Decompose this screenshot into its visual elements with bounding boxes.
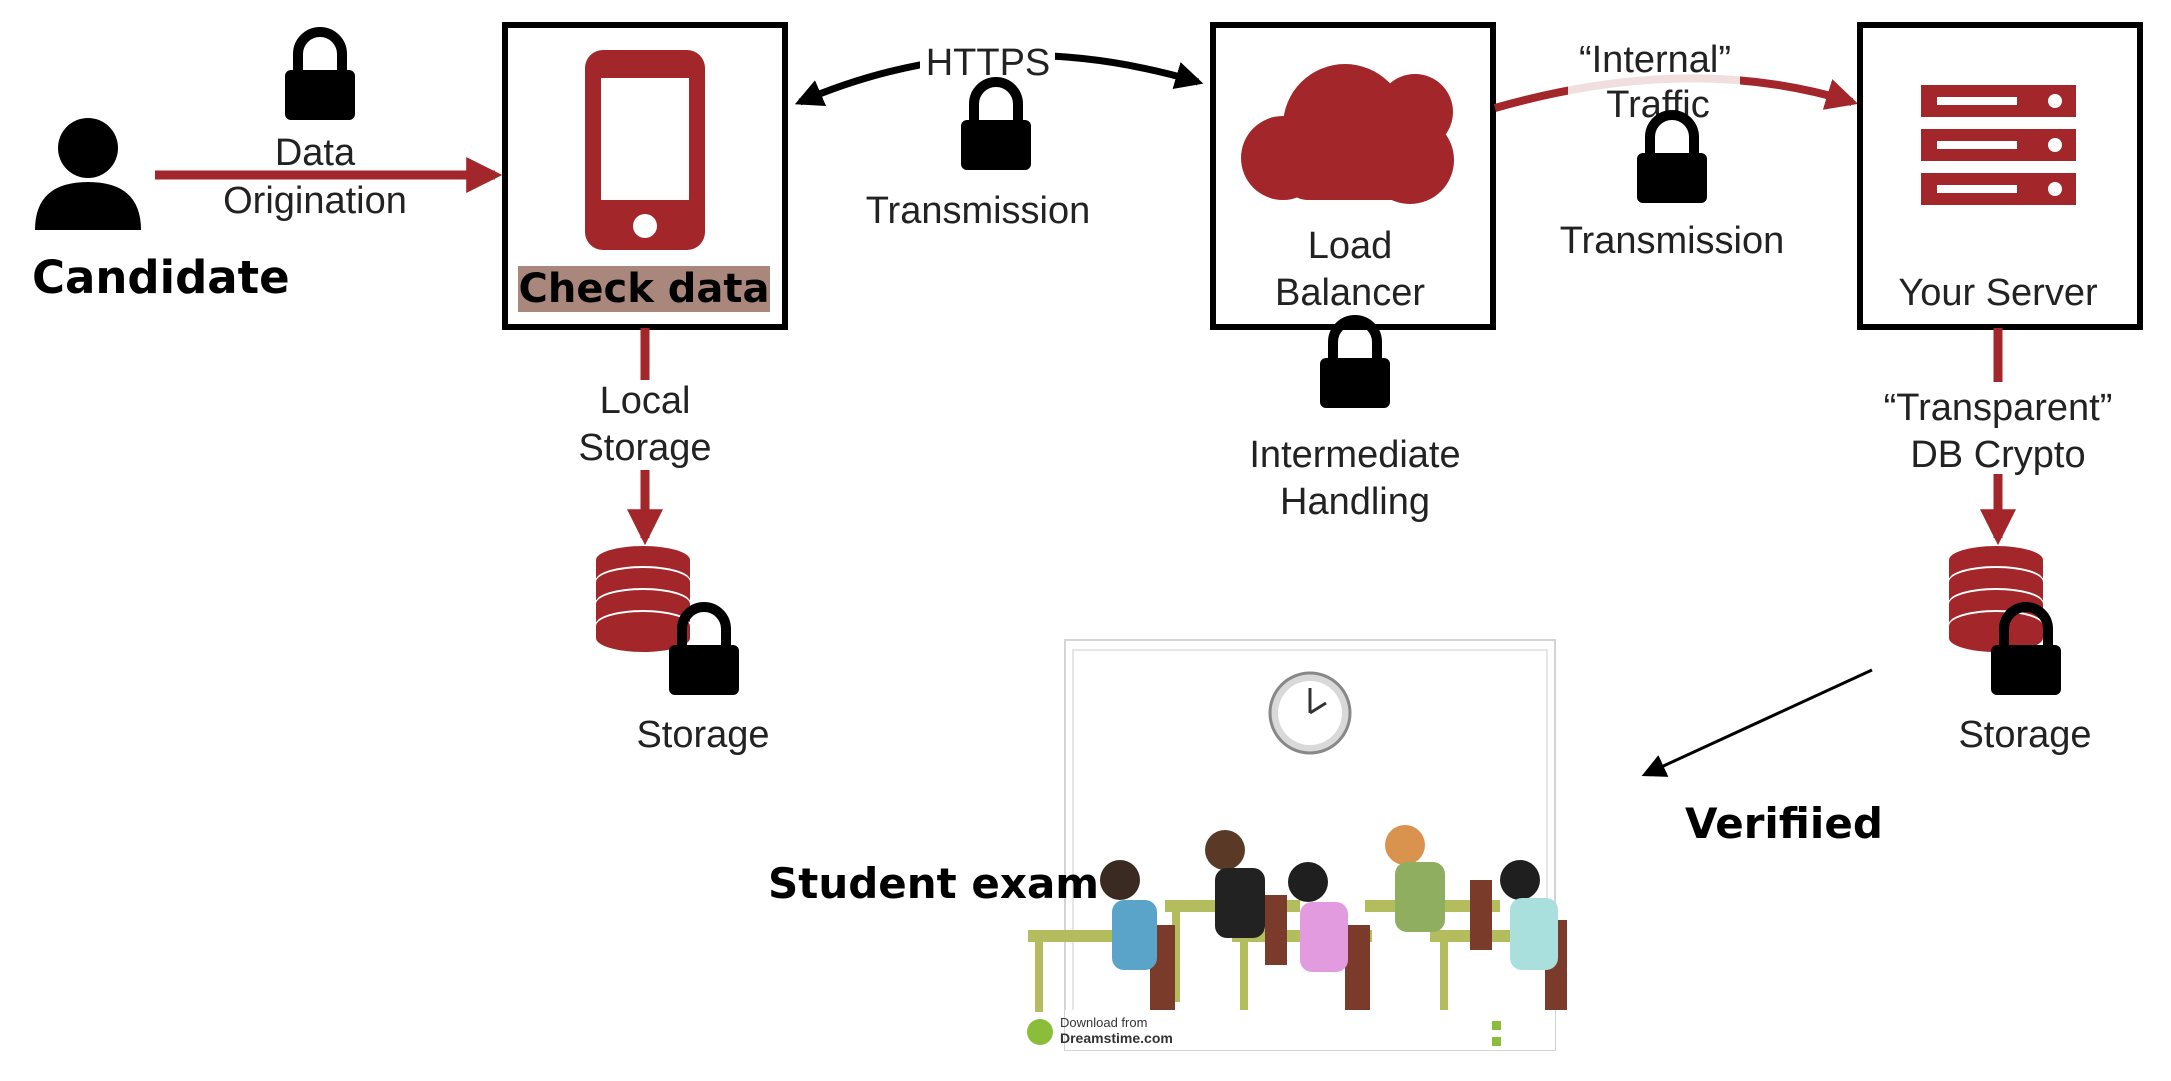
local-storage-caption: Storage (636, 714, 769, 756)
photo-watermark-bar: Download from Dreamstime.com (1027, 1010, 1555, 1050)
intermediate-lock-icon (1320, 320, 1390, 408)
https-label: HTTPS (926, 42, 1051, 84)
server-database-icon (1949, 546, 2043, 652)
cloud-icon (1241, 64, 1454, 204)
verified-arrow (1641, 668, 1873, 777)
data-origination-label-2: Origination (223, 180, 407, 222)
server-label: Your Server (1898, 272, 2098, 314)
db-crypto-label-2: DB Crypto (1910, 434, 2085, 476)
wall-clock-icon (1268, 671, 1352, 755)
check-data-highlight (518, 266, 770, 312)
photo-download-label: Download from (1060, 1015, 1147, 1030)
db-crypto-label-1: “Transparent” (1884, 387, 2113, 429)
check-data-label: Check data (519, 266, 770, 312)
server-icon (1921, 85, 2076, 205)
smartphone-icon (585, 50, 705, 250)
intermediate-label-1: Intermediate (1249, 434, 1460, 476)
verified-label: Verifiied (1685, 799, 1883, 848)
local-storage-label-1: Local (600, 380, 691, 422)
local-database-icon (596, 546, 690, 652)
local-storage-label-2: Storage (578, 427, 711, 469)
load-balancer-label-1: Load (1308, 225, 1393, 267)
students-illustration (1028, 825, 1567, 1012)
data-origination-lock-icon (285, 32, 355, 120)
local-storage-lock-icon (669, 607, 739, 695)
load-balancer-label-2: Balancer (1275, 272, 1425, 314)
data-origination-label-1: Data (275, 132, 356, 174)
student-exam-label: Student exam (768, 859, 1099, 908)
transmission-left-label: Transmission (866, 190, 1091, 232)
https-lock-icon (961, 82, 1031, 170)
photo-site-label: Dreamstime.com (1060, 1030, 1173, 1046)
server-storage-caption: Storage (1958, 714, 2091, 756)
internal-traffic-lock-icon (1637, 115, 1707, 203)
transmission-right-label: Transmission (1560, 220, 1785, 262)
intermediate-label-2: Handling (1280, 481, 1430, 523)
candidate-label: Candidate (32, 251, 290, 304)
candidate-person-icon (35, 118, 141, 230)
internal-traffic-label-1: “Internal” (1579, 39, 1731, 81)
